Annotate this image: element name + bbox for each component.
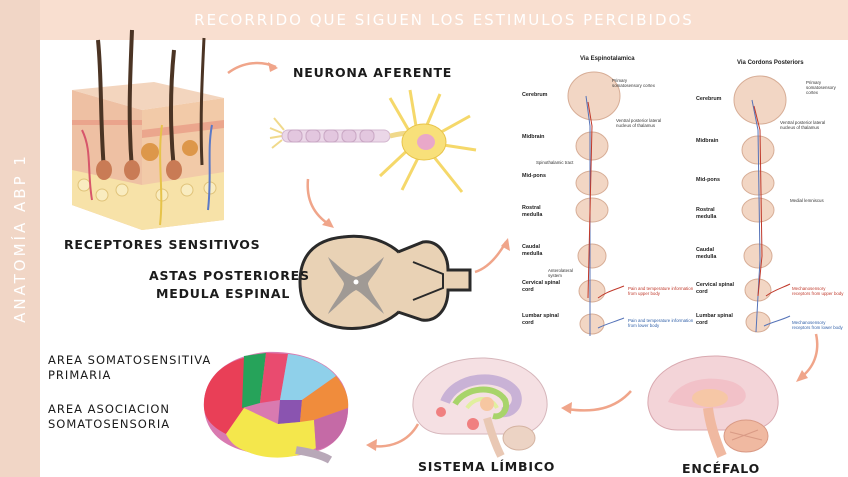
arrow-limbico-to-cortex: [366, 423, 420, 451]
level-midpons-right: Mid-pons: [696, 177, 720, 183]
note-left-pain-upper: Pain and temperature information from up…: [628, 286, 694, 297]
label-area-somatosensitiva-line1: AREA SOMATOSENSITIVA: [48, 353, 212, 367]
note-right-mech-lower: Mechanosensory receptors from lower body: [792, 320, 843, 331]
arrow-skin-to-neuron: [227, 61, 278, 75]
label-area-asociacion-line2: SOMATOSENSORIA: [48, 417, 171, 431]
note-right-primary-cortex: Primary somatosensory cortex: [806, 80, 836, 96]
label-astas-posteriores: ASTAS POSTERIORES: [149, 268, 310, 283]
header-bar: RECORRIDO QUE SIGUEN LOS ESTIMULOS PERCI…: [40, 0, 848, 40]
note-left-tract: Spinothalamic tract: [536, 160, 574, 165]
label-area-somatosensitiva: AREA SOMATOSENSITIVA PRIMARIA: [48, 353, 211, 383]
sidebar: ANATOMÍA ABP 1: [0, 0, 40, 477]
level-midbrain-right: Midbrain: [696, 138, 719, 144]
limbic-system-illustration: [412, 357, 548, 458]
level-cerebrum-right: Cerebrum: [696, 96, 722, 102]
pathway-left-diagram: [567, 71, 625, 336]
level-rostral-left: Rostral medulla: [522, 205, 543, 218]
note-left-primary-cortex: Primary somatosensory cortex: [612, 78, 655, 89]
note-right-lemniscus: Medial lemniscus: [790, 198, 824, 203]
note-left-thalamus: Ventral posterior lateral nucleus of tha…: [616, 118, 662, 129]
level-midbrain-left: Midbrain: [522, 134, 545, 140]
pathway-right-diagram: [733, 75, 791, 333]
encefalo-brain-illustration: [647, 355, 779, 458]
afferent-neuron-illustration: [269, 89, 477, 193]
label-sistema-limbico: SISTEMA LÍMBICO: [418, 459, 556, 474]
arrow-cord-to-pathways: [474, 238, 510, 274]
level-cerebrum-left: Cerebrum: [522, 92, 548, 98]
cortex-lobes-illustration: [203, 351, 349, 464]
level-midpons-left: Mid-pons: [522, 173, 546, 179]
level-rostral-right: Rostral medulla: [696, 207, 717, 220]
level-lumbar-right: Lumbar spinal cord: [696, 313, 733, 326]
label-area-somatosensitiva-line2: PRIMARIA: [48, 368, 112, 382]
panel-title-cordones: Via Cordons Posteriors: [737, 60, 804, 66]
label-area-asociacion-line1: AREA ASOCIACION: [48, 402, 171, 416]
level-caudal-left: Caudal medulla: [522, 244, 543, 257]
note-left-pain-lower: Pain and temperature information from lo…: [628, 318, 694, 329]
note-left-anterolateral: Anterolateral system: [548, 268, 573, 279]
arrow-neuron-to-cord: [306, 178, 334, 228]
label-receptores-sensitivos: RECEPTORES SENSITIVOS: [64, 237, 261, 252]
sidebar-title: ANATOMÍA ABP 1: [11, 153, 29, 323]
panel-title-espinotalamica: Via Espinotalamica: [580, 56, 635, 62]
note-right-mech-upper: Mechanosensory receptors from upper body: [792, 286, 844, 297]
level-cervical-left: Cervical spinal cord: [522, 280, 561, 293]
level-cervical-right: Cervical spinal cord: [696, 282, 735, 295]
arrow-pathways-to-encefalo: [796, 333, 819, 382]
label-neurona-aferente: NEURONA AFERENTE: [293, 65, 453, 80]
note-right-thalamus: Ventral posterior lateral nucleus of tha…: [780, 120, 826, 131]
level-caudal-right: Caudal medulla: [696, 247, 717, 260]
page-title: RECORRIDO QUE SIGUEN LOS ESTIMULOS PERCI…: [194, 11, 694, 29]
label-area-asociacion: AREA ASOCIACION SOMATOSENSORIA: [48, 402, 170, 432]
label-medula-espinal: MEDULA ESPINAL: [156, 286, 291, 301]
level-lumbar-left: Lumbar spinal cord: [522, 313, 559, 326]
spinal-cord-cross-section: [298, 234, 472, 331]
skin-receptors-illustration: [72, 29, 224, 230]
arrow-encefalo-to-limbico: [561, 390, 632, 414]
label-encefalo: ENCÉFALO: [682, 461, 761, 476]
